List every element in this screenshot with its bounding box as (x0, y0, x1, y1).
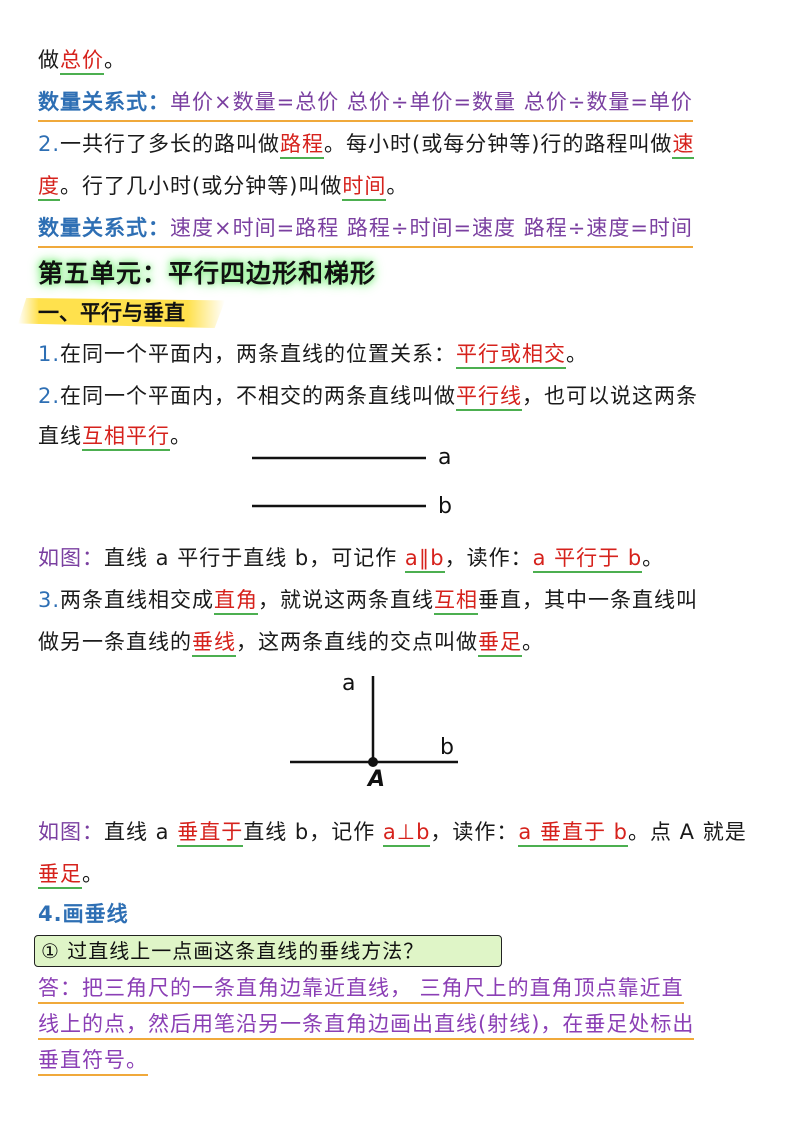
paragraph-2-number: 2. (38, 384, 61, 408)
term-perpendicular-to: 垂直于 (177, 820, 244, 847)
notation-perpendicular: a⊥b (382, 820, 431, 847)
item-2-text-4: 。 (386, 174, 409, 198)
relation-line-1: 数量关系式：单价×数量=总价 总价÷单价=数量 总价÷数量=单价 (38, 86, 764, 122)
top-line-suffix: 。 (104, 48, 126, 72)
term-total-price: 总价 (60, 48, 104, 75)
notation-parallel: a∥b (404, 546, 445, 573)
label-a: a (342, 671, 355, 696)
answer-line-2: 线上的点，然后用笔沿另一条直角边画出直线(射线)，在垂足处标出 (38, 1008, 764, 1040)
paragraph-2-text: 在同一个平面内，不相交的两条直线叫做 (60, 384, 457, 408)
term-right-angle: 直角 (214, 588, 259, 615)
item-2-text-1: 一共行了多长的路叫做 (60, 132, 281, 156)
perpendicular-lines-figure: a b A (290, 671, 458, 792)
label-point-a: A (366, 767, 385, 792)
paragraph-1-number: 1. (38, 342, 61, 366)
caption-prefix: 如图： (38, 546, 104, 570)
answer-text-2: 线上的点，然后用笔沿另一条直角边画出直线(射线)，在垂足处标出 (38, 1012, 695, 1040)
item-2-text-2: 。每小时(或每分钟等)行的路程叫做 (324, 132, 673, 156)
answer-text-1: 答：把三角尺的一条直角边靠近直线， 三角尺上的直角顶点靠近直 (38, 976, 684, 1004)
perpendicular-caption-line-1: 如图：直线 a 垂直于直线 b，记作 a⊥b，读作：a 垂直于 b。点 A 就是 (38, 816, 764, 848)
paragraph-4-heading: 4.画垂线 (38, 898, 764, 930)
relation-2-formulas: 速度×时间=路程 路程÷时间=速度 路程÷速度=时间 (170, 216, 693, 240)
label-b: b (438, 494, 452, 519)
paragraph-3-text-3: 垂直，其中一条直线叫 (478, 588, 699, 612)
relation-1-formulas: 单价×数量=总价 总价÷单价=数量 总价÷数量=单价 (170, 90, 693, 114)
term-foot: 垂足 (38, 862, 82, 889)
caption-text-3: ，读作： (430, 820, 519, 844)
foot-point (368, 757, 378, 767)
item-2-line-2: 度。行了几小时(或分钟等)叫做时间。 (38, 170, 764, 202)
top-line-prefix: 做 (38, 48, 60, 72)
term-parallel-lines: 平行线 (456, 384, 523, 411)
question-box: ① 过直线上一点画这条直线的垂线方法？ (34, 935, 502, 967)
relation-2-underline: 数量关系式：速度×时间=路程 路程÷时间=速度 路程÷速度=时间 (38, 212, 693, 248)
caption-text-4: 。点 A 就是 (627, 820, 747, 844)
label-a: a (438, 445, 451, 470)
heading-draw-perpendicular: 4.画垂线 (38, 902, 129, 926)
answer-line-1: 答：把三角尺的一条直角边靠近直线， 三角尺上的直角顶点靠近直 (38, 972, 764, 1004)
paragraph-3-line-1: 3.两条直线相交成直角，就说这两条直线互相垂直，其中一条直线叫 (38, 584, 764, 616)
answer-line-3: 垂直符号。 (38, 1044, 764, 1076)
label-b: b (440, 735, 454, 760)
paragraph-1-end: 。 (566, 342, 589, 366)
paragraph-1: 1.在同一个平面内，两条直线的位置关系：平行或相交。 (38, 338, 764, 370)
paragraph-1-text: 在同一个平面内，两条直线的位置关系： (60, 342, 457, 366)
relation-2-label: 数量关系式： (38, 216, 170, 240)
item-2-number: 2. (38, 132, 61, 156)
perpendicular-caption-line-2: 垂足。 (38, 858, 764, 890)
term-speed-part-2: 度 (38, 174, 60, 201)
unit-title: 第五单元：平行四边形和梯形 (38, 259, 377, 288)
paragraph-3-text-2: ，就说这两条直线 (258, 588, 435, 612)
paragraph-3-line-2: 做另一条直线的垂线，这两条直线的交点叫做垂足。 (38, 626, 764, 658)
reading-perpendicular: a 垂直于 b (518, 820, 628, 847)
paragraph-3-number: 3. (38, 588, 61, 612)
term-speed-part-1: 速 (672, 132, 695, 159)
parallel-lines-figure: a b (252, 445, 452, 519)
paragraph-3-text: 两条直线相交成 (60, 588, 215, 612)
paragraph-2-line-2-prefix: 直线 (38, 424, 82, 448)
item-2-line-1: 2.一共行了多长的路叫做路程。每小时(或每分钟等)行的路程叫做速 (38, 128, 764, 160)
paragraph-2-line-2: 直线互相平行。 (38, 420, 764, 452)
caption-text-2: ，读作： (444, 546, 533, 570)
paragraph-3-end: 。 (522, 630, 544, 654)
term-mutually: 互相 (434, 588, 479, 615)
paragraph-2-text-2: ，也可以说这两条 (522, 384, 699, 408)
caption-prefix: 如图： (38, 820, 104, 844)
caption-end: 。 (82, 862, 104, 886)
top-line: 做总价。 (38, 44, 764, 76)
term-parallel-or-intersect: 平行或相交 (456, 342, 567, 369)
term-time: 时间 (342, 174, 387, 201)
relation-1-label: 数量关系式： (38, 90, 170, 114)
term-distance: 路程 (280, 132, 325, 159)
caption-end: 。 (642, 546, 665, 570)
term-foot: 垂足 (478, 630, 522, 657)
item-2-text-3: 。行了几小时(或分钟等)叫做 (60, 174, 343, 198)
caption-text: 直线 a 平行于直线 b，可记作 (104, 546, 405, 570)
relation-1-underline: 数量关系式：单价×数量=总价 总价÷单价=数量 总价÷数量=单价 (38, 86, 693, 122)
paragraph-3-line-2-prefix: 做另一条直线的 (38, 630, 192, 654)
parallel-caption: 如图：直线 a 平行于直线 b，可记作 a∥b，读作：a 平行于 b。 (38, 542, 764, 574)
term-perpendicular-line: 垂线 (192, 630, 236, 657)
paragraph-2-end: 。 (170, 424, 192, 448)
caption-text: 直线 a (104, 820, 178, 844)
reading-parallel: a 平行于 b (532, 546, 643, 573)
term-mutually-parallel: 互相平行 (82, 424, 170, 451)
paragraph-2-line-1: 2.在同一个平面内，不相交的两条直线叫做平行线，也可以说这两条 (38, 380, 764, 412)
section-title: 一、平行与垂直 (18, 298, 225, 328)
paragraph-3-text-4: ，这两条直线的交点叫做 (236, 630, 478, 654)
answer-text-3: 垂直符号。 (38, 1048, 148, 1076)
caption-text-2: 直线 b，记作 (243, 820, 383, 844)
relation-line-2: 数量关系式：速度×时间=路程 路程÷时间=速度 路程÷速度=时间 (38, 212, 764, 248)
